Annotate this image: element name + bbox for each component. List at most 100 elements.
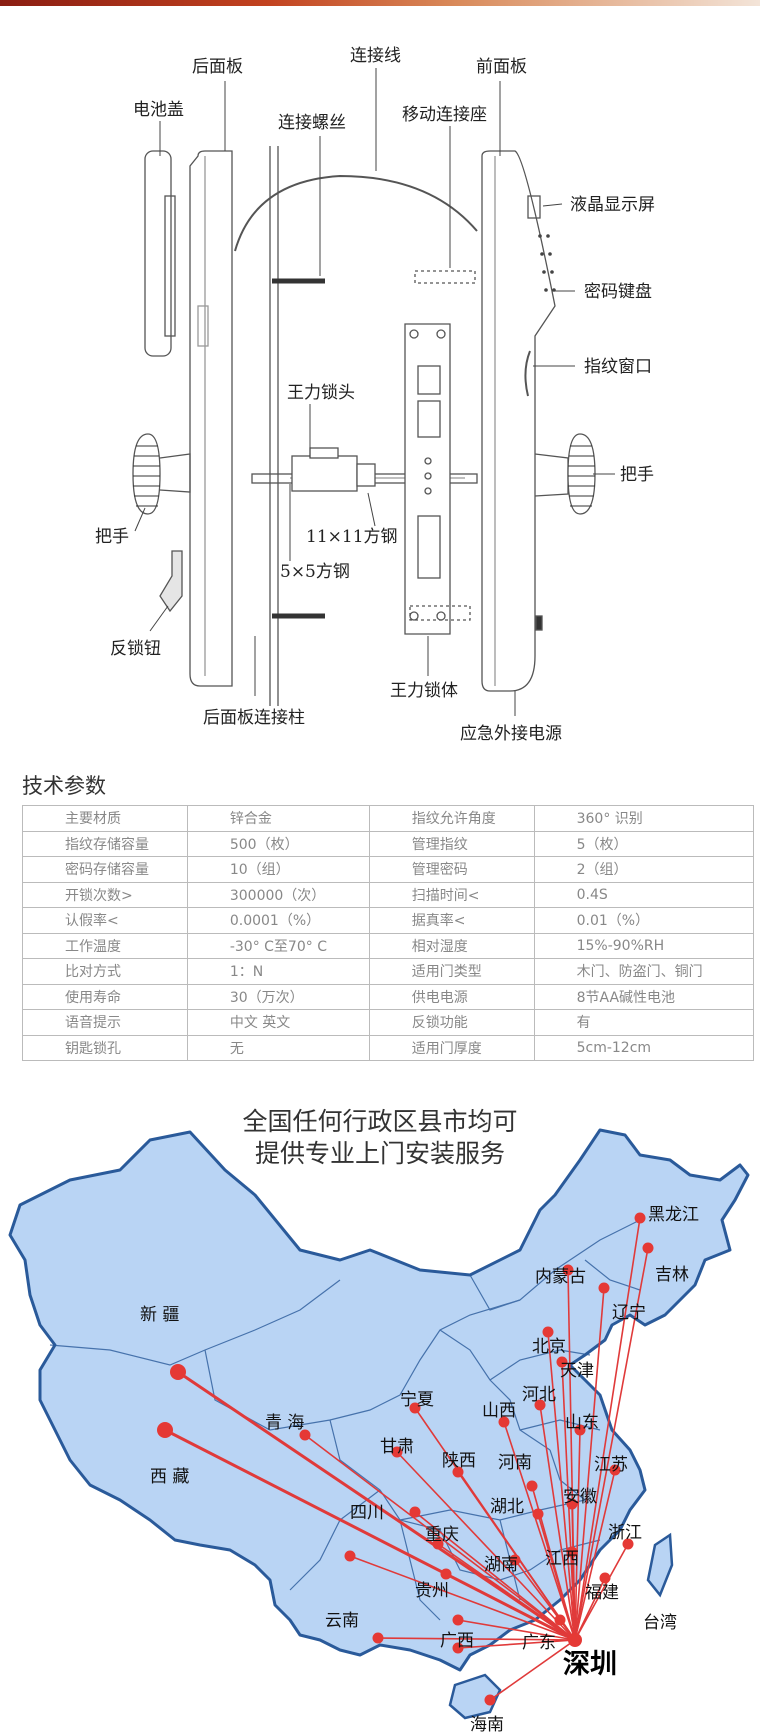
route-line-sichuan xyxy=(414,1511,576,1641)
service-routes xyxy=(157,1212,654,1706)
prov-shandong: 山东 xyxy=(565,1413,599,1433)
spec-value: 5cm-12cm xyxy=(533,1034,755,1061)
prov-hebei: 河北 xyxy=(522,1385,556,1405)
map-title-line2: 提供专业上门安装服务 xyxy=(255,1139,505,1168)
prov-guangxi: 广西 xyxy=(440,1631,474,1651)
spec-label: 工作温度 xyxy=(22,932,188,959)
city-dot-neimenggu xyxy=(562,1264,574,1276)
back-panel-part xyxy=(189,150,233,687)
spec-label: 管理密码 xyxy=(368,856,535,883)
city-dot-tianjin xyxy=(556,1356,568,1368)
label-battery-cover: 电池盖 xyxy=(133,100,184,120)
connect-screws xyxy=(272,278,325,619)
lock-exploded-diagram: 后面板 连接线 前面板 电池盖 连接螺丝 移动连接座 液晶显示屏 密码键盘 指纹… xyxy=(95,46,655,744)
right-knob-part xyxy=(534,433,596,515)
top-accent-bar xyxy=(0,0,760,6)
city-dot-jiangxi xyxy=(566,1546,578,1558)
spec-value: 有 xyxy=(533,1009,755,1036)
city-dot-hunan xyxy=(509,1554,521,1566)
prov-jiangsu: 江苏 xyxy=(594,1455,628,1475)
spec-value: 锌合金 xyxy=(186,805,370,832)
spec-value: 8节AA碱性电池 xyxy=(533,983,755,1010)
city-dot-ningxia xyxy=(409,1402,421,1414)
city-dot-shandong xyxy=(574,1424,586,1436)
city-dot-guangxi xyxy=(452,1614,464,1626)
spec-value: -30° C至70° C xyxy=(186,932,370,959)
label-connect-wire: 连接线 xyxy=(350,46,401,66)
city-dot-henan xyxy=(526,1480,538,1492)
hub-shenzhen: 深圳 xyxy=(563,1649,617,1680)
route-line-zhejiang xyxy=(574,1543,629,1641)
mount-plate-part xyxy=(269,146,279,706)
prov-hubei: 湖北 xyxy=(490,1497,524,1517)
city-dot-hebei xyxy=(534,1399,546,1411)
prov-qinghai: 青 海 xyxy=(265,1413,304,1433)
prov-liaoning: 辽宁 xyxy=(612,1303,646,1323)
city-dot-shanxi xyxy=(498,1416,510,1428)
spec-value: 300000（次） xyxy=(186,881,370,908)
city-dot-guangdong xyxy=(554,1614,566,1626)
label-back-panel: 后面板 xyxy=(192,57,243,77)
moving-seat-part xyxy=(414,270,476,284)
label-reverse-lock: 反锁钮 xyxy=(110,639,161,659)
spec-value: 木门、防盗门、铜门 xyxy=(533,958,755,985)
prov-guangdong: 广东 xyxy=(522,1633,556,1653)
spec-value: 1：N xyxy=(186,958,370,985)
spec-value: 360° 识别 xyxy=(533,805,755,832)
prov-fujian: 福建 xyxy=(585,1583,619,1603)
prov-chongqing: 重庆 xyxy=(425,1525,459,1545)
spec-value: 2（组） xyxy=(533,856,755,883)
spec-label: 开锁次数> xyxy=(22,881,188,908)
label-steel-11: 11×11方钢 xyxy=(306,527,398,547)
left-knob-part xyxy=(132,433,191,515)
spec-value: 0.01（%） xyxy=(533,907,755,934)
spec-label: 使用寿命 xyxy=(22,983,188,1010)
spec-label: 反锁功能 xyxy=(368,1009,535,1036)
hub-dot-shenzhen xyxy=(568,1633,582,1647)
map-title-line1: 全国任何行政区县市均可 xyxy=(242,1107,517,1136)
city-dot-beijing xyxy=(542,1326,554,1338)
prov-shanxi: 山西 xyxy=(482,1401,516,1421)
prov-henan: 河南 xyxy=(498,1453,532,1473)
city-dot-xinjiang xyxy=(170,1364,186,1380)
city-dot-fujian xyxy=(599,1572,611,1584)
spec-label: 钥匙锁孔 xyxy=(22,1034,188,1061)
spec-value: 5（枚） xyxy=(533,830,755,857)
spec-label: 认假率< xyxy=(22,907,188,934)
spec-label: 据真率< xyxy=(368,907,535,934)
route-line-yunnan2 xyxy=(377,1637,576,1641)
label-handle-right: 把手 xyxy=(620,465,654,485)
spec-value: 无 xyxy=(186,1034,370,1061)
label-connect-screw: 连接螺丝 xyxy=(278,113,346,133)
spec-label: 指纹允许角度 xyxy=(368,805,535,832)
spec-value: 0.4S xyxy=(533,881,755,908)
prov-heilongjiang: 黑龙江 xyxy=(648,1205,699,1225)
spec-value: 10（组） xyxy=(186,856,370,883)
route-line-guangxi xyxy=(457,1619,576,1641)
city-dot-hubei xyxy=(532,1508,544,1520)
spec-label: 密码存储容量 xyxy=(22,856,188,883)
route-line-chongqing xyxy=(437,1543,576,1641)
route-line-gansu xyxy=(396,1451,576,1641)
city-dot-guangxi2 xyxy=(452,1642,464,1654)
city-dot-gansu xyxy=(391,1446,403,1458)
route-line-fujian xyxy=(574,1577,606,1641)
route-line-liaoning xyxy=(574,1287,605,1641)
route-line-beijing xyxy=(547,1331,576,1641)
prov-guizhou: 贵州 xyxy=(415,1581,449,1601)
leader-lines xyxy=(134,68,615,716)
reverse-lock-part xyxy=(159,550,183,613)
map-taiwan xyxy=(646,1532,674,1598)
route-line-jilin xyxy=(574,1247,649,1641)
prov-hunan: 湖南 xyxy=(484,1555,518,1575)
specs-title: 技术参数 xyxy=(22,774,106,798)
route-line-heilongjiang xyxy=(574,1217,641,1641)
city-dot-jilin xyxy=(642,1242,654,1254)
city-dot-liaoning xyxy=(598,1282,610,1294)
spec-label: 适用门厚度 xyxy=(368,1034,535,1061)
